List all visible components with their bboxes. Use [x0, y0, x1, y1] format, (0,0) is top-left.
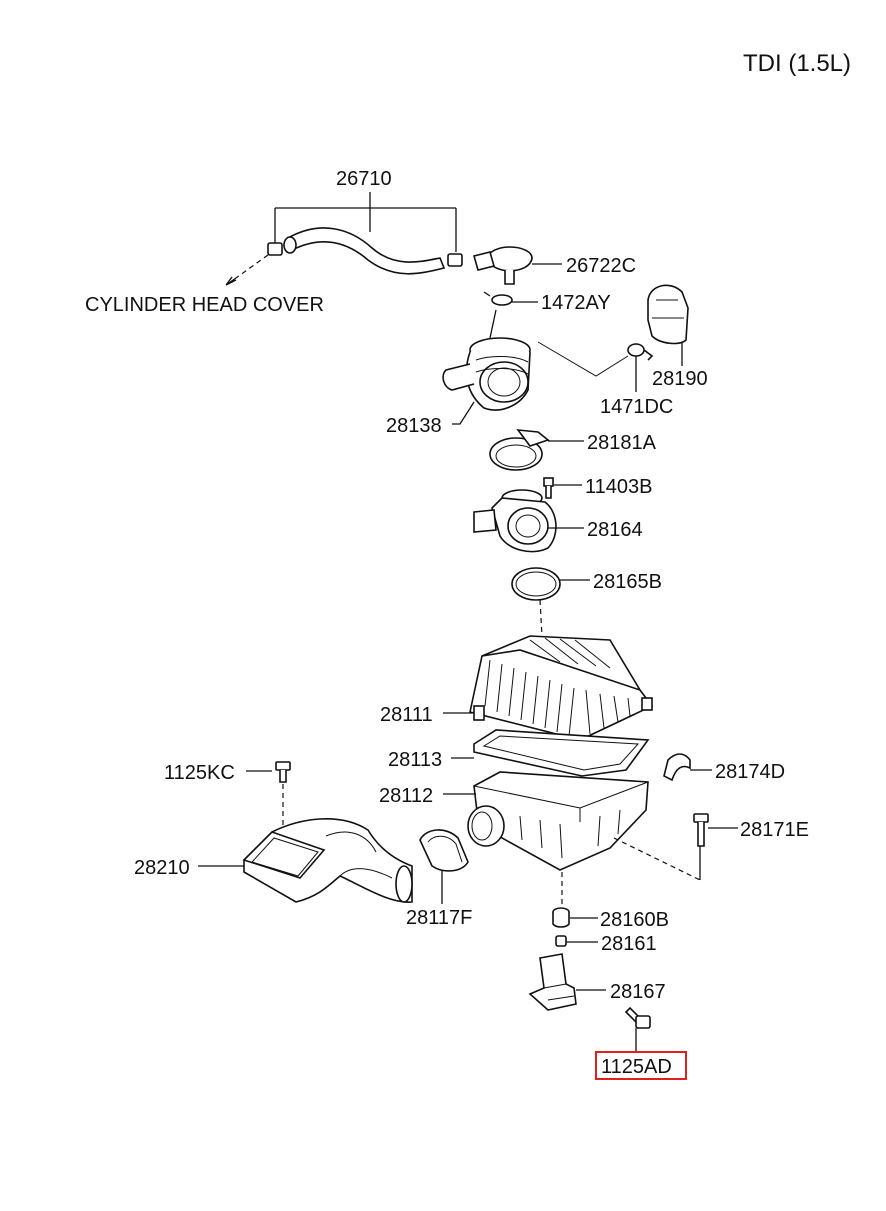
- label-28161[interactable]: 28161: [601, 933, 657, 955]
- label-1471DC[interactable]: 1471DC: [600, 396, 673, 418]
- label-26722C[interactable]: 26722C: [566, 255, 636, 277]
- part-28117F: 28117F: [406, 829, 472, 929]
- label-28171E[interactable]: 28171E: [740, 819, 809, 841]
- part-1125AD: 1125AD: [595, 1006, 687, 1080]
- part-28167: 28167: [528, 953, 666, 1011]
- part-1472AY: 1472AY: [483, 291, 611, 314]
- label-28112[interactable]: 28112: [379, 785, 433, 807]
- part-28181A: 28181A: [489, 429, 657, 471]
- label-11403B[interactable]: 11403B: [585, 476, 652, 498]
- label-28111[interactable]: 28111: [380, 704, 433, 726]
- part-26722C: 26722C: [473, 246, 636, 285]
- label-28165B[interactable]: 28165B: [593, 571, 662, 593]
- label-1125KC[interactable]: 1125KC: [164, 762, 235, 784]
- part-28171E: 28171E: [693, 813, 809, 847]
- part-28111: 28111: [380, 635, 654, 751]
- part-28112: 28112: [379, 771, 701, 881]
- part-28161: 28161: [555, 933, 657, 955]
- label-cylinder-head-cover[interactable]: CYLINDER HEAD COVER: [85, 294, 324, 316]
- part-1471DC: 1471DC: [537, 341, 673, 418]
- breather-hose-assembly: 26710 CYLINDER HEAD COVER: [85, 168, 463, 316]
- highlight-box: [595, 1051, 687, 1080]
- label-28117F[interactable]: 28117F: [406, 907, 472, 929]
- label-26710[interactable]: 26710: [336, 168, 392, 190]
- label-28113[interactable]: 28113: [388, 749, 442, 771]
- part-28174D: 28174D: [663, 753, 785, 783]
- label-1472AY[interactable]: 1472AY: [541, 292, 611, 314]
- part-28113: 28113: [388, 729, 650, 777]
- part-28164: 28164: [473, 489, 643, 553]
- part-11403B: 11403B: [543, 476, 652, 499]
- part-28210: 28210: [134, 818, 413, 903]
- part-28190: 28190: [647, 284, 708, 390]
- label-28181A[interactable]: 28181A: [587, 432, 657, 454]
- engine-label: TDI (1.5L): [743, 50, 851, 77]
- label-28210[interactable]: 28210: [134, 857, 190, 879]
- part-28138: 28138: [386, 309, 531, 437]
- label-1125AD[interactable]: 1125AD: [601, 1056, 672, 1078]
- label-28190[interactable]: 28190: [652, 368, 708, 390]
- label-28160B[interactable]: 28160B: [600, 909, 669, 931]
- part-28165B: 28165B: [511, 567, 662, 637]
- label-28164[interactable]: 28164: [587, 519, 643, 541]
- label-28138[interactable]: 28138: [386, 415, 442, 437]
- label-28174D[interactable]: 28174D: [715, 761, 785, 783]
- part-28160B: 28160B: [552, 872, 669, 931]
- label-28167[interactable]: 28167: [610, 981, 666, 1003]
